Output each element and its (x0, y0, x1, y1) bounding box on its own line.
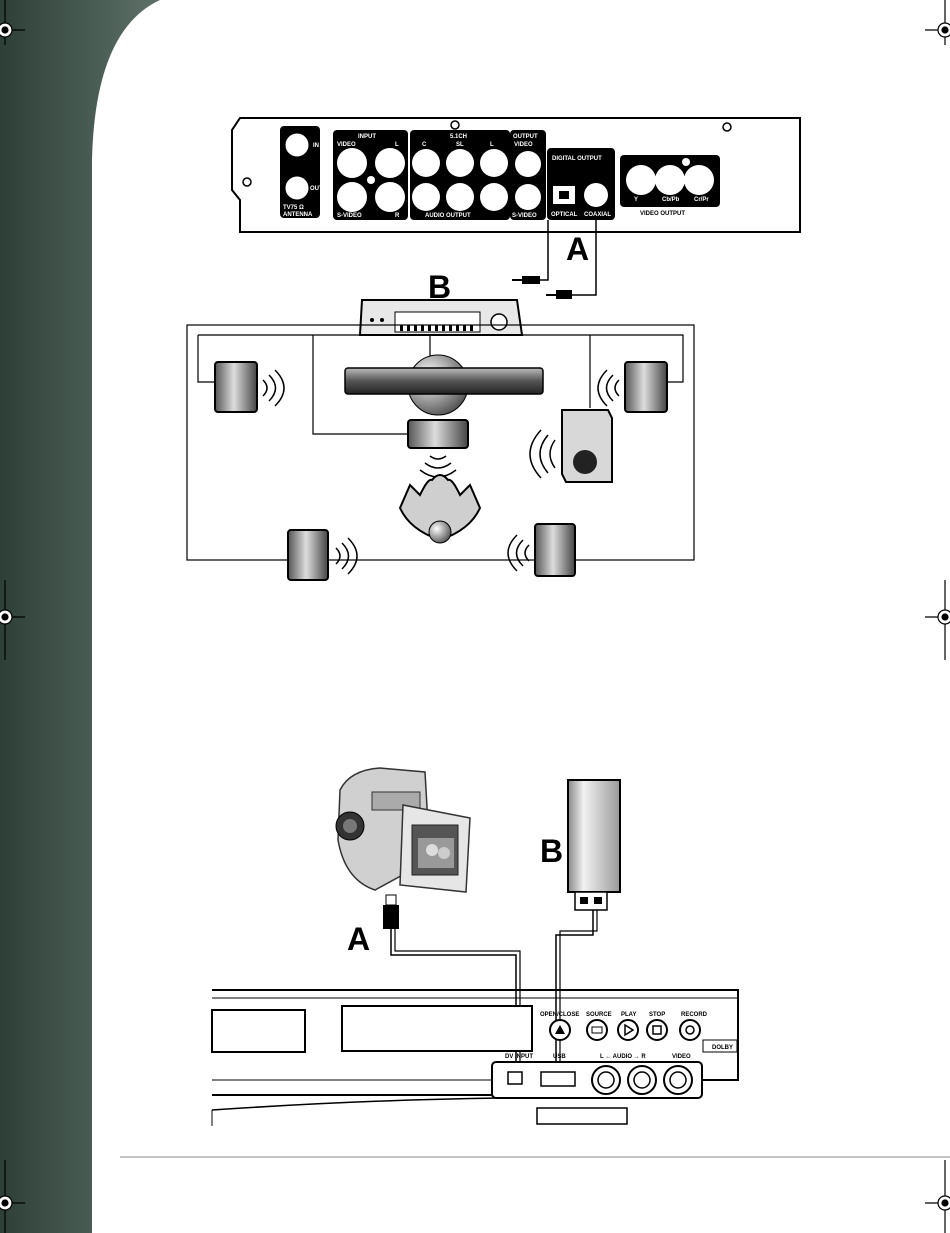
antenna-out-label: OUT (310, 186, 323, 192)
ch51-title: 5.1CH (450, 134, 467, 140)
listening-chair (400, 475, 480, 543)
video-output-label: VIDEO OUTPUT (640, 211, 685, 217)
output-video-label: VIDEO (514, 142, 533, 148)
usb-label: USB (553, 1054, 566, 1060)
video-output-jacks: OUTPUT VIDEO S-VIDEO (510, 130, 546, 220)
dvd-recorder-front-panel: OPEN/CLOSE SOURCE PLAY STOP RECORD DOLBY… (212, 990, 738, 1126)
antenna-label-2: ANTENNA (283, 212, 313, 218)
video-y-label: Y (634, 197, 638, 203)
label-b-usb-drive: B (540, 833, 563, 869)
open-close-button[interactable]: OPEN/CLOSE (540, 1012, 579, 1040)
label-a-camcorder-cable: A (347, 921, 370, 957)
dolby-logo-text: DOLBY (712, 1045, 733, 1051)
open-close-label: OPEN/CLOSE (540, 1012, 579, 1018)
television (345, 355, 543, 415)
record-label: RECORD (681, 1012, 708, 1018)
audio-output-label: AUDIO OUTPUT (425, 213, 471, 219)
video-cr-label: Cr/Pr (694, 197, 709, 203)
ch-sl-label: SL (456, 142, 464, 148)
ch-l-label: L (490, 142, 494, 148)
output-svideo-label: S-VIDEO (512, 213, 537, 219)
play-button[interactable]: PLAY (618, 1012, 638, 1040)
speaker-rear-left (288, 530, 357, 580)
coaxial-label: COAXIAL (584, 212, 611, 218)
audio-left-jack[interactable] (592, 1066, 620, 1094)
speaker-rear-right (508, 524, 575, 576)
digital-output-jacks: DIGITAL OUTPUT OPTICAL COAXIAL (547, 148, 615, 220)
source-button[interactable]: SOURCE (586, 1012, 612, 1040)
input-video-label: VIDEO (337, 142, 356, 148)
play-label: PLAY (621, 1012, 636, 1018)
record-button[interactable]: RECORD (680, 1012, 708, 1040)
input-l-label: L (395, 142, 399, 148)
av-receiver (360, 300, 522, 335)
antenna-in-label: IN (313, 143, 319, 149)
stop-button[interactable]: STOP (647, 1012, 667, 1040)
audio-right-jack[interactable] (628, 1066, 656, 1094)
optical-label: OPTICAL (551, 212, 578, 218)
dv-input-port[interactable] (508, 1072, 522, 1084)
registration-mark-bottom-left (0, 1160, 25, 1233)
usb-port[interactable] (541, 1072, 575, 1086)
input-title: INPUT (358, 134, 376, 140)
source-label: SOURCE (586, 1012, 612, 1018)
cable-plug-coaxial (546, 290, 572, 299)
speaker-front-left (215, 362, 284, 412)
rear-panel: IN OUT TV75 Ω ANTENNA INPUT VIDEO L S-VI… (232, 118, 800, 232)
audio-output-jacks: 5.1CH C SL L AUDIO OUTPUT (410, 130, 510, 220)
audio-label: L ← AUDIO → R (600, 1054, 646, 1060)
speaker-center (408, 420, 468, 477)
dolby-logo: DOLBY (703, 1040, 737, 1052)
stop-label: STOP (649, 1012, 665, 1018)
subwoofer (530, 410, 612, 482)
antenna-label-1: TV75 Ω (283, 205, 304, 211)
cable-plug-optical (512, 276, 540, 284)
antenna-jacks: IN OUT TV75 Ω ANTENNA (280, 126, 323, 218)
digital-output-label: DIGITAL OUTPUT (552, 156, 602, 162)
camcorder (336, 768, 470, 892)
registration-mark-bottom-right (925, 1160, 950, 1233)
registration-mark-mid-left (0, 580, 25, 660)
registration-mark-top-right (925, 0, 950, 45)
input-r-label: R (395, 213, 400, 219)
registration-mark-top-left (0, 0, 25, 45)
video-label: VIDEO (672, 1054, 691, 1060)
video-cb-label: Cb/Pb (662, 197, 680, 203)
input-jacks: INPUT VIDEO L S-VIDEO R (333, 130, 408, 220)
dv-input-label: DV INPUT (505, 1054, 533, 1060)
output-title: OUTPUT (513, 134, 538, 140)
video-jack[interactable] (664, 1066, 692, 1094)
label-a-digital-cable: A (566, 231, 589, 267)
ch-c-label: C (422, 142, 427, 148)
input-svideo-label: S-VIDEO (337, 213, 362, 219)
speaker-front-right (598, 362, 667, 412)
registration-mark-mid-right (925, 580, 950, 660)
